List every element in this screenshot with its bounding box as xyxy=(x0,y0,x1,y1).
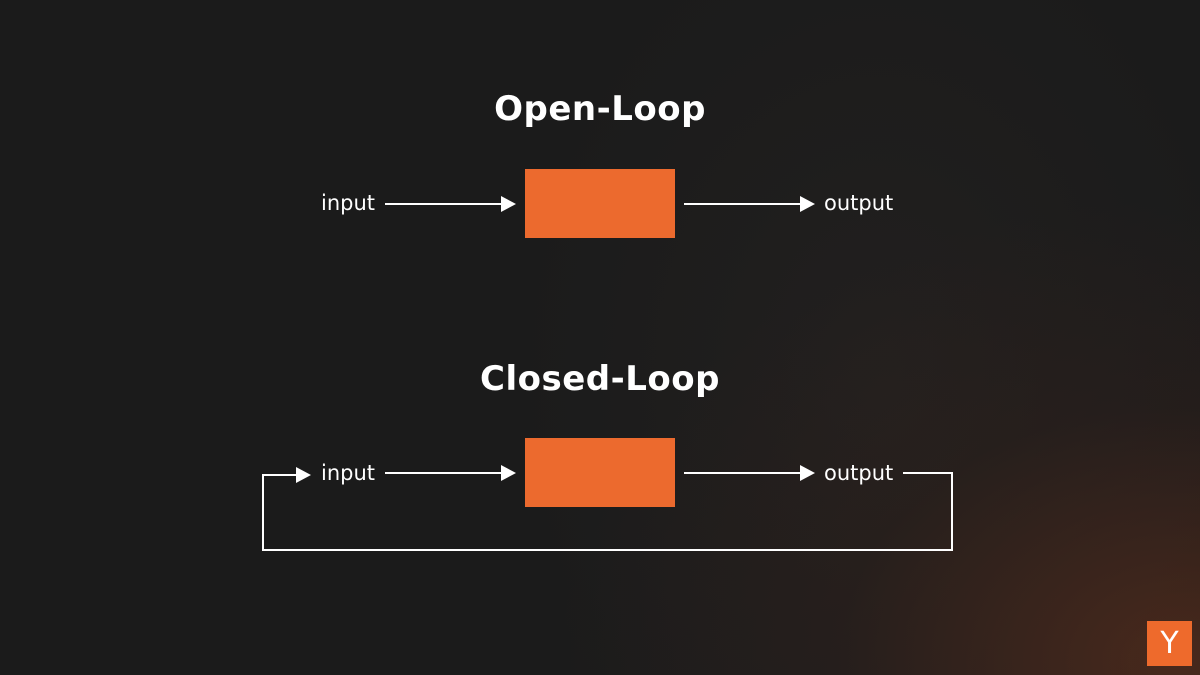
closed-loop-feedback-path xyxy=(262,472,953,551)
closed-loop-input-label: input xyxy=(321,461,376,485)
open-loop-output-label: output xyxy=(824,191,894,215)
closed-loop-output-arrowhead xyxy=(800,465,815,481)
closed-loop-input-arrowhead xyxy=(501,465,516,481)
y-logo: Y xyxy=(1147,621,1192,666)
open-loop-title: Open-Loop xyxy=(494,89,706,129)
closed-loop-feedback-arrowhead xyxy=(296,467,311,483)
open-loop-system-block xyxy=(525,169,675,238)
closed-loop-output-label: output xyxy=(824,461,894,485)
open-loop-input-arrowhead xyxy=(501,196,516,212)
closed-loop-system-block xyxy=(525,438,675,507)
closed-loop-title: Closed-Loop xyxy=(480,359,720,399)
open-loop-output-arrowhead xyxy=(800,196,815,212)
open-loop-input-label: input xyxy=(321,191,376,215)
